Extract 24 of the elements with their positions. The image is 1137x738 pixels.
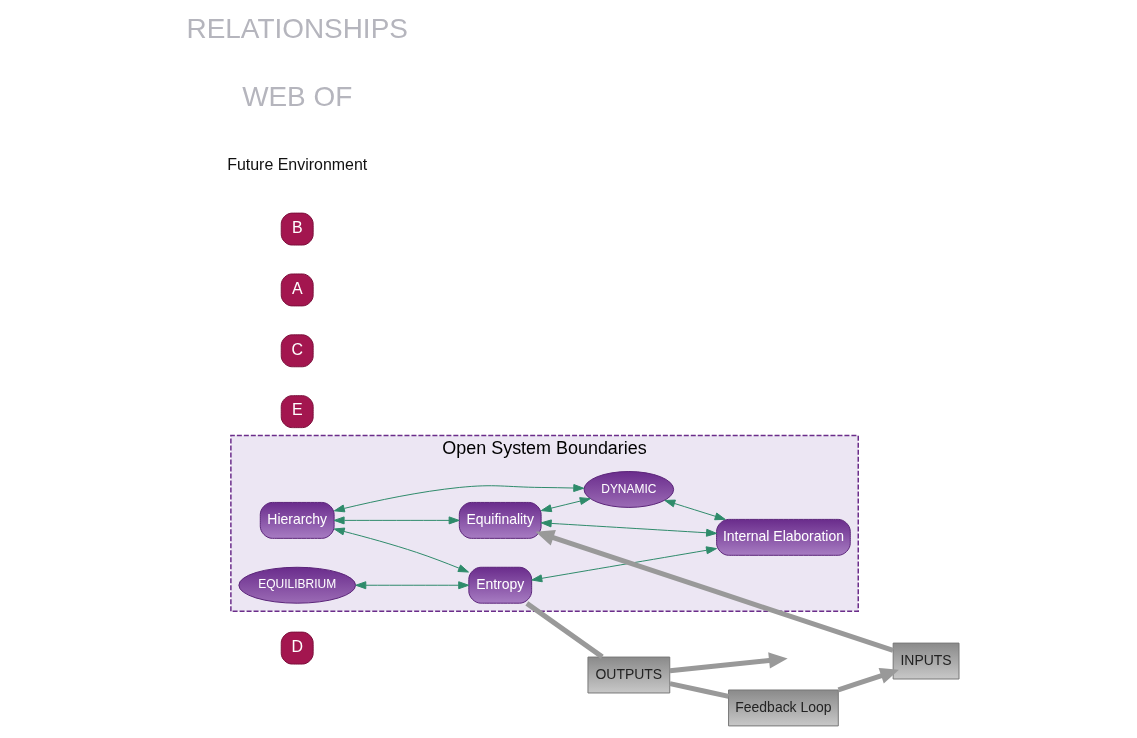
node-box: Internal Elaboration (716, 518, 851, 556)
node-box: OUTPUTS (587, 656, 671, 694)
node-box: Feedback Loop (728, 689, 839, 727)
connector (525, 601, 604, 659)
arrow (664, 499, 726, 521)
arrow (669, 652, 788, 674)
arrow (540, 519, 718, 537)
label: Future Environment (227, 156, 368, 174)
node-box: INPUTS (892, 642, 960, 680)
arrow (333, 484, 585, 513)
node-box: Hierarchy (259, 501, 335, 539)
arrow (531, 546, 717, 583)
arrow (837, 667, 899, 693)
node-box: Equifinality (458, 501, 542, 539)
connector (669, 681, 730, 699)
node-ellipse: EQUILIBRIUM (238, 566, 357, 604)
arrow (535, 529, 894, 653)
arrow (333, 516, 460, 525)
arrow (333, 527, 469, 573)
label: RELATIONSHIPS (186, 13, 408, 45)
arrow (540, 497, 591, 513)
label: WEB OF (242, 81, 353, 113)
arrow (355, 581, 470, 590)
node-box: Entropy (468, 566, 533, 604)
